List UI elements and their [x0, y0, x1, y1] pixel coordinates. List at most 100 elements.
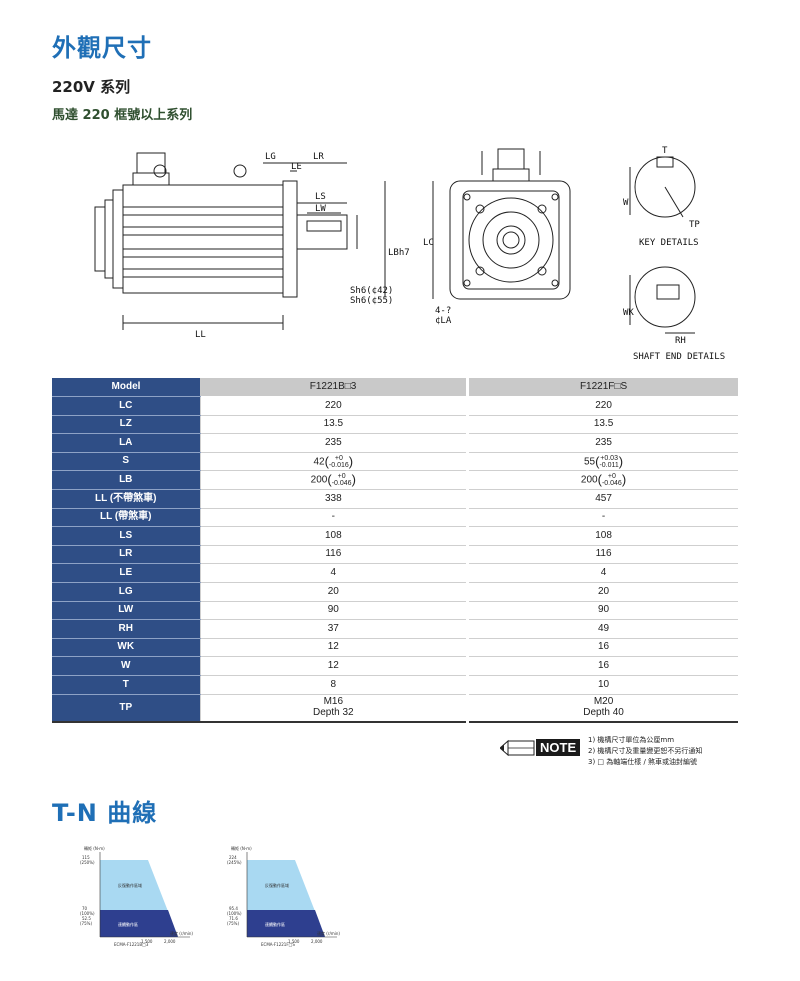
- cell-value-tolerance: 200(+0-0.046): [199, 470, 468, 491]
- table-row: LG 20 20: [52, 582, 738, 602]
- page-title: 外觀尺寸: [52, 34, 152, 62]
- dimension-drawing: LL LG LR LE LS LW LBh7 Sh6(¢42) Sh6(¢55)…: [94, 146, 725, 362]
- cell-value: 16: [466, 638, 738, 658]
- dim-w: W: [623, 198, 629, 208]
- cell-value: 16: [466, 656, 738, 676]
- y-mid-tick: 95.4: [229, 906, 238, 911]
- cell-value: 116: [466, 545, 738, 565]
- base-value: 42: [313, 456, 325, 468]
- intermittent-label: 反復動作區域: [265, 882, 289, 888]
- cell-value: 4: [466, 563, 738, 584]
- cell-value: 116: [199, 545, 468, 565]
- table-row: LS 108 108: [52, 526, 738, 546]
- row-label: LS: [52, 526, 200, 546]
- cell-value: 10: [466, 675, 738, 695]
- cell-value: 108: [466, 526, 738, 546]
- cell-value-tolerance: 42(+0-0.016): [199, 452, 468, 472]
- x-axis-label: 速度 (r/min): [317, 930, 340, 936]
- base-value: 200: [580, 474, 598, 486]
- chart-model: ECMA-F1221F□S: [261, 942, 295, 947]
- row-label: WK: [52, 638, 200, 658]
- model-col2-header: F1221F□S: [466, 378, 738, 398]
- cell-value-two-line: M20 Depth 40: [466, 694, 738, 724]
- x-tick-1: 1,500: [141, 939, 153, 944]
- row-label: W: [52, 656, 200, 676]
- cell-value: 220: [199, 396, 468, 416]
- dim-la: ¢LA: [435, 316, 452, 326]
- row-label: LG: [52, 582, 200, 602]
- dim-le: LE: [291, 162, 302, 172]
- y-top-tick: 115: [82, 855, 90, 860]
- row-label: LB: [52, 470, 200, 491]
- shaft-end-caption: SHAFT END DETAILS: [633, 352, 725, 362]
- row-label: S: [52, 452, 200, 472]
- cell-value-tolerance: 55(+0.03-0.011): [466, 452, 738, 472]
- table-row: LA 235 235: [52, 433, 738, 453]
- cell-value: 12: [199, 656, 468, 676]
- row-label: LZ: [52, 415, 200, 435]
- row-label: T: [52, 675, 200, 695]
- tn-chart-2: 轉矩 (N-m) 224 (245%) 95.4 (100%) 71.6 (75…: [227, 845, 340, 947]
- base-value: 200: [310, 474, 328, 486]
- y-top-pct: (245%): [227, 860, 242, 865]
- y-low-pct: (75%): [227, 921, 239, 926]
- note-lines: 1) 機構尺寸單位為公厘mm 2) 機構尺寸及重量變更恕不另行通知 3) □ 為…: [588, 735, 702, 768]
- cell-value: 20: [466, 582, 738, 602]
- table-header-row: Model F1221B□3 F1221F□S: [52, 378, 738, 398]
- table-row: T 8 10: [52, 675, 738, 695]
- note-line: 3) □ 為軸端仕樣 / 煞車或油封編號: [588, 758, 698, 766]
- table-row: TP M16 Depth 32 M20 Depth 40: [52, 694, 738, 724]
- table-row: S 42(+0-0.016) 55(+0.03-0.011): [52, 452, 738, 472]
- dim-lg: LG: [265, 152, 276, 162]
- dim-sh2: Sh6(¢55): [350, 296, 393, 306]
- dim-rh: RH: [675, 336, 686, 346]
- tn-section-title: T-N 曲線: [52, 799, 158, 827]
- x-axis-label: 速度 (r/min): [170, 930, 193, 936]
- cell-value: 20: [199, 582, 468, 602]
- cell-value: 90: [466, 601, 738, 621]
- tn-chart-1: 轉矩 (N-m) 115 (250%) 70 (100%) 52.5 (75%)…: [80, 845, 193, 947]
- tol-lower: -0.046: [331, 480, 352, 488]
- row-label: LA: [52, 433, 200, 453]
- continuous-label: 連續動作區: [265, 921, 285, 927]
- intermittent-label: 反復動作區域: [118, 882, 142, 888]
- cell-value: 37: [199, 619, 468, 639]
- dim-wk: WK: [623, 308, 634, 318]
- key-details-caption: KEY DETAILS: [639, 238, 699, 248]
- tp-thread: M20: [593, 696, 614, 708]
- x-tick-1: 1,500: [288, 939, 300, 944]
- table-row: WK 12 16: [52, 638, 738, 658]
- note-block: NOTE 1) 機構尺寸單位為公厘mm 2) 機構尺寸及重量變更恕不另行通知 3…: [500, 735, 750, 771]
- tol-lower: -0.016: [328, 461, 349, 469]
- row-label: LL (不帶煞車): [52, 489, 200, 509]
- note-line: 2) 機構尺寸及重量變更恕不另行通知: [588, 747, 703, 755]
- dim-ls: LS: [315, 192, 326, 202]
- model-col1-header: F1221B□3: [200, 378, 468, 398]
- y-mid-tick: 70: [82, 906, 88, 911]
- table-row: LB 200(+0-0.046) 200(+0-0.046): [52, 470, 738, 491]
- cell-value: 235: [199, 433, 468, 453]
- y-low-tick: 52.5: [82, 916, 91, 921]
- y-axis-label: 轉矩 (N-m): [84, 845, 105, 851]
- row-label: LW: [52, 601, 200, 621]
- row-label: TP: [52, 694, 200, 724]
- dim-sh1: Sh6(¢42): [350, 286, 393, 296]
- x-tick-2: 2,000: [311, 939, 323, 944]
- note-line: 1) 機構尺寸單位為公厘mm: [588, 736, 675, 744]
- cell-value: 13.5: [199, 415, 468, 435]
- y-top-pct: (250%): [80, 860, 95, 865]
- table-row: LC 220 220: [52, 396, 738, 416]
- cell-value: 4: [199, 563, 468, 584]
- tp-depth: Depth 32: [313, 706, 354, 718]
- continuous-zone: [247, 910, 325, 937]
- continuous-zone: [100, 910, 178, 937]
- dim-tp: TP: [689, 220, 700, 230]
- dim-lw: LW: [315, 204, 326, 214]
- dim-lc: LC: [423, 238, 434, 248]
- table-row: W 12 16: [52, 656, 738, 676]
- cell-value: 13.5: [466, 415, 738, 435]
- model-header: Model: [52, 378, 200, 398]
- row-label: LC: [52, 396, 200, 416]
- frame-heading: 馬達 220 框號以上系列: [52, 108, 193, 123]
- y-low-pct: (75%): [80, 921, 92, 926]
